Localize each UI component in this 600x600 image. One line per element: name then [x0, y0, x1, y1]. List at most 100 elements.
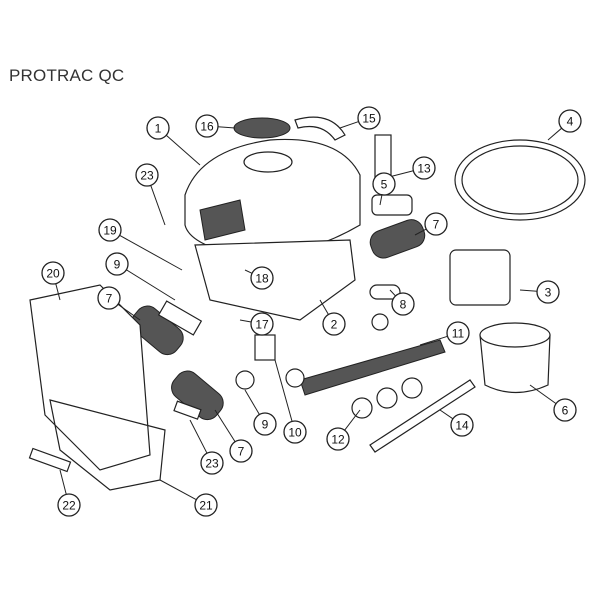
- callout-label: 5: [381, 178, 388, 192]
- callout-label: 8: [400, 298, 407, 312]
- callout-circle: [194, 493, 218, 517]
- leader-line: [159, 479, 197, 501]
- callout-12: 12: [326, 409, 361, 451]
- part-wheel: [351, 397, 373, 419]
- callout-label: 1: [155, 122, 162, 136]
- callout-circle: [326, 427, 350, 451]
- callout-label: 9: [114, 258, 121, 272]
- leader-line: [319, 299, 329, 315]
- callout-7: 7: [97, 286, 141, 321]
- callout-circle: [553, 398, 577, 422]
- callout-3: 3: [519, 280, 560, 304]
- callout-circle: [105, 252, 129, 276]
- callout-label: 23: [140, 169, 154, 183]
- callout-circle: [200, 451, 224, 475]
- callout-8: 8: [389, 289, 415, 316]
- parts-drawing: [28, 116, 586, 491]
- leader-line: [244, 269, 253, 274]
- callout-circle: [283, 420, 307, 444]
- callout-15: 15: [339, 106, 381, 130]
- leader-line: [119, 234, 183, 271]
- callout-label: 21: [199, 499, 213, 513]
- callout-circle: [97, 286, 121, 310]
- callout-label: 20: [46, 267, 60, 281]
- callout-9: 9: [105, 252, 176, 301]
- callout-circle: [446, 321, 470, 345]
- leader-line: [189, 419, 208, 454]
- leader-line: [274, 359, 293, 422]
- callout-label: 10: [288, 426, 302, 440]
- callout-1: 1: [146, 116, 201, 166]
- part-hood-outlet: [243, 151, 293, 173]
- part-clip: [28, 447, 72, 473]
- part-cable: [454, 139, 586, 221]
- leader-line: [59, 469, 67, 495]
- leader-line: [414, 228, 427, 236]
- leader-line: [239, 319, 252, 323]
- callout-circle: [253, 412, 277, 436]
- callout-10: 10: [274, 359, 307, 444]
- callout-circle: [146, 116, 170, 140]
- callout-circle: [558, 109, 582, 133]
- callout-circle: [424, 212, 448, 236]
- callout-16: 16: [195, 114, 236, 138]
- callout-label: 7: [106, 292, 113, 306]
- leader-line: [547, 127, 563, 141]
- part-bracket: [254, 334, 276, 361]
- callout-circle: [250, 312, 274, 336]
- callout-label: 18: [255, 272, 269, 286]
- part-track: [299, 339, 446, 396]
- callout-label: 7: [433, 218, 440, 232]
- part-chassis: [194, 239, 356, 321]
- part-motor: [371, 194, 413, 216]
- callout-19: 19: [98, 218, 183, 271]
- leader-line: [150, 185, 166, 226]
- callout-20: 20: [41, 261, 65, 301]
- callout-17: 17: [239, 312, 274, 336]
- callout-circle: [57, 493, 81, 517]
- leader-line: [126, 269, 176, 301]
- leader-line: [339, 121, 359, 129]
- leader-line: [217, 126, 236, 129]
- callout-21: 21: [159, 479, 218, 517]
- callout-label: 15: [362, 112, 376, 126]
- part-shaft: [369, 284, 401, 300]
- callout-5: 5: [372, 172, 396, 206]
- leader-line: [419, 335, 448, 346]
- callout-label: 2: [331, 318, 338, 332]
- part-filter-cap: [233, 117, 291, 139]
- leader-line: [214, 409, 236, 442]
- callout-label: 12: [331, 433, 345, 447]
- callout-label: 13: [417, 162, 431, 176]
- callout-circle: [195, 114, 219, 138]
- leader-line: [55, 283, 61, 301]
- callout-label: 7: [238, 445, 245, 459]
- callout-circle: [98, 218, 122, 242]
- callout-circle: [322, 312, 346, 336]
- callout-label: 23: [205, 457, 219, 471]
- callout-2: 2: [319, 299, 346, 336]
- leader-line: [389, 289, 396, 297]
- part-brush-right: [369, 219, 426, 259]
- callout-9: 9: [244, 389, 277, 436]
- callout-18: 18: [244, 266, 274, 290]
- leader-line: [439, 409, 454, 420]
- callout-circle: [357, 106, 381, 130]
- part-skirt: [369, 379, 476, 453]
- part-filter-bag: [29, 284, 151, 471]
- leader-line: [344, 409, 361, 431]
- callout-label: 16: [200, 120, 214, 134]
- callout-label: 22: [62, 499, 76, 513]
- leader-line: [165, 134, 201, 166]
- callout-circle: [391, 292, 415, 316]
- part-power-supply: [449, 249, 511, 306]
- callout-13: 13: [384, 156, 436, 180]
- part-filter-basket: [49, 399, 166, 491]
- part-handle: [294, 116, 346, 141]
- callout-14: 14: [439, 409, 474, 437]
- leader-line: [519, 289, 538, 292]
- callout-23: 23: [189, 419, 224, 475]
- callout-label: 3: [545, 286, 552, 300]
- callout-circle: [536, 280, 560, 304]
